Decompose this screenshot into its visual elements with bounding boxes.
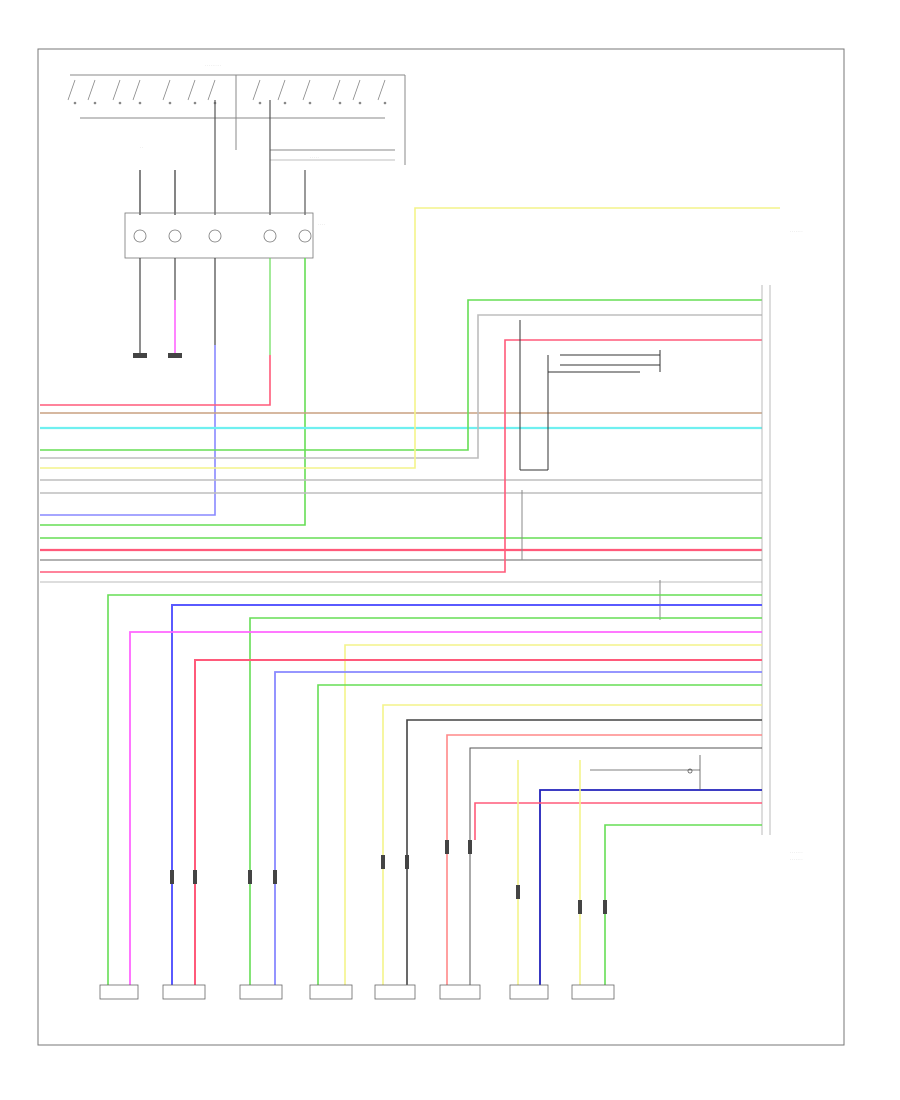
svg-text:· · · ·: · · · · <box>318 222 325 226</box>
speaker-3 <box>239 984 283 1000</box>
diagram-frame <box>37 48 845 1046</box>
connector-lower-wires <box>40 258 306 526</box>
svg-text:· ·: · · <box>140 145 143 149</box>
main-harness-bus <box>40 207 780 583</box>
speaker-amp-module <box>590 755 701 790</box>
switch-to-connector-wires <box>139 100 306 215</box>
svg-text:· · · · · · ·: · · · · · · · <box>790 857 802 861</box>
speakers-row <box>99 984 615 1000</box>
svg-text:· · · · ·: · · · · · <box>310 155 319 159</box>
svg-text:· · · · · · · · ·: · · · · · · · · · <box>205 63 221 67</box>
internal-circuit <box>519 320 661 620</box>
radio-receiver-connector: · · · · · · · · · · · · · · · · · · · · … <box>761 229 802 861</box>
speaker-5 <box>374 984 416 1000</box>
speaker-harness <box>107 594 762 985</box>
speaker-6 <box>439 984 481 1000</box>
spiral-cable-connector: · · · · <box>124 212 325 259</box>
speaker-8 <box>571 984 615 1000</box>
svg-text:· · · · · · ·: · · · · · · · <box>790 229 802 233</box>
svg-text:· · · · · · ·: · · · · · · · <box>790 850 802 854</box>
control-switch-block: · · · · · · · · · · · · · · · · <box>67 63 406 165</box>
speaker-2 <box>162 984 206 1000</box>
speaker-7 <box>509 984 549 1000</box>
speaker-wire-connectors <box>170 840 607 914</box>
speaker-1 <box>99 984 139 1000</box>
speaker-4 <box>309 984 353 1000</box>
